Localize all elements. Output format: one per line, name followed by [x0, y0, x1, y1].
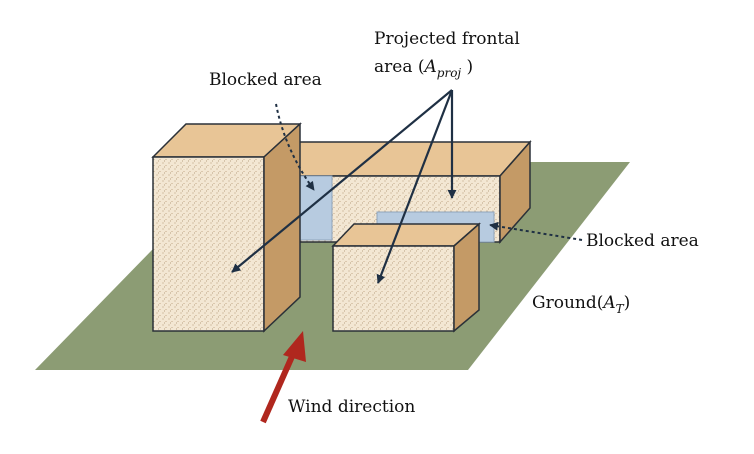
- blocked-area-label-top: Blocked area: [209, 70, 322, 90]
- projected-arrow-small: [376, 89, 454, 284]
- projected-label-line1: Projected frontal: [374, 29, 520, 49]
- small-building-front: [332, 245, 455, 332]
- blocked-arrow-top: [275, 103, 315, 191]
- ground-label: Ground(AT): [532, 293, 630, 316]
- projected-label-line2: area (Aproj ): [374, 57, 473, 80]
- small-building-side: [453, 222, 480, 333]
- tall-building-side: [263, 122, 301, 333]
- wind-arrow: [260, 331, 306, 424]
- wind-direction-label: Wind direction: [288, 397, 415, 417]
- tall-building: [151, 122, 302, 333]
- small-building: [331, 222, 481, 333]
- projected-arrow-tall: [231, 89, 453, 273]
- blocked-area-left: [299, 175, 333, 241]
- back-building-side: [499, 140, 531, 244]
- blocked-area-label-right: Blocked area: [586, 231, 699, 251]
- tall-building-front: [152, 156, 265, 332]
